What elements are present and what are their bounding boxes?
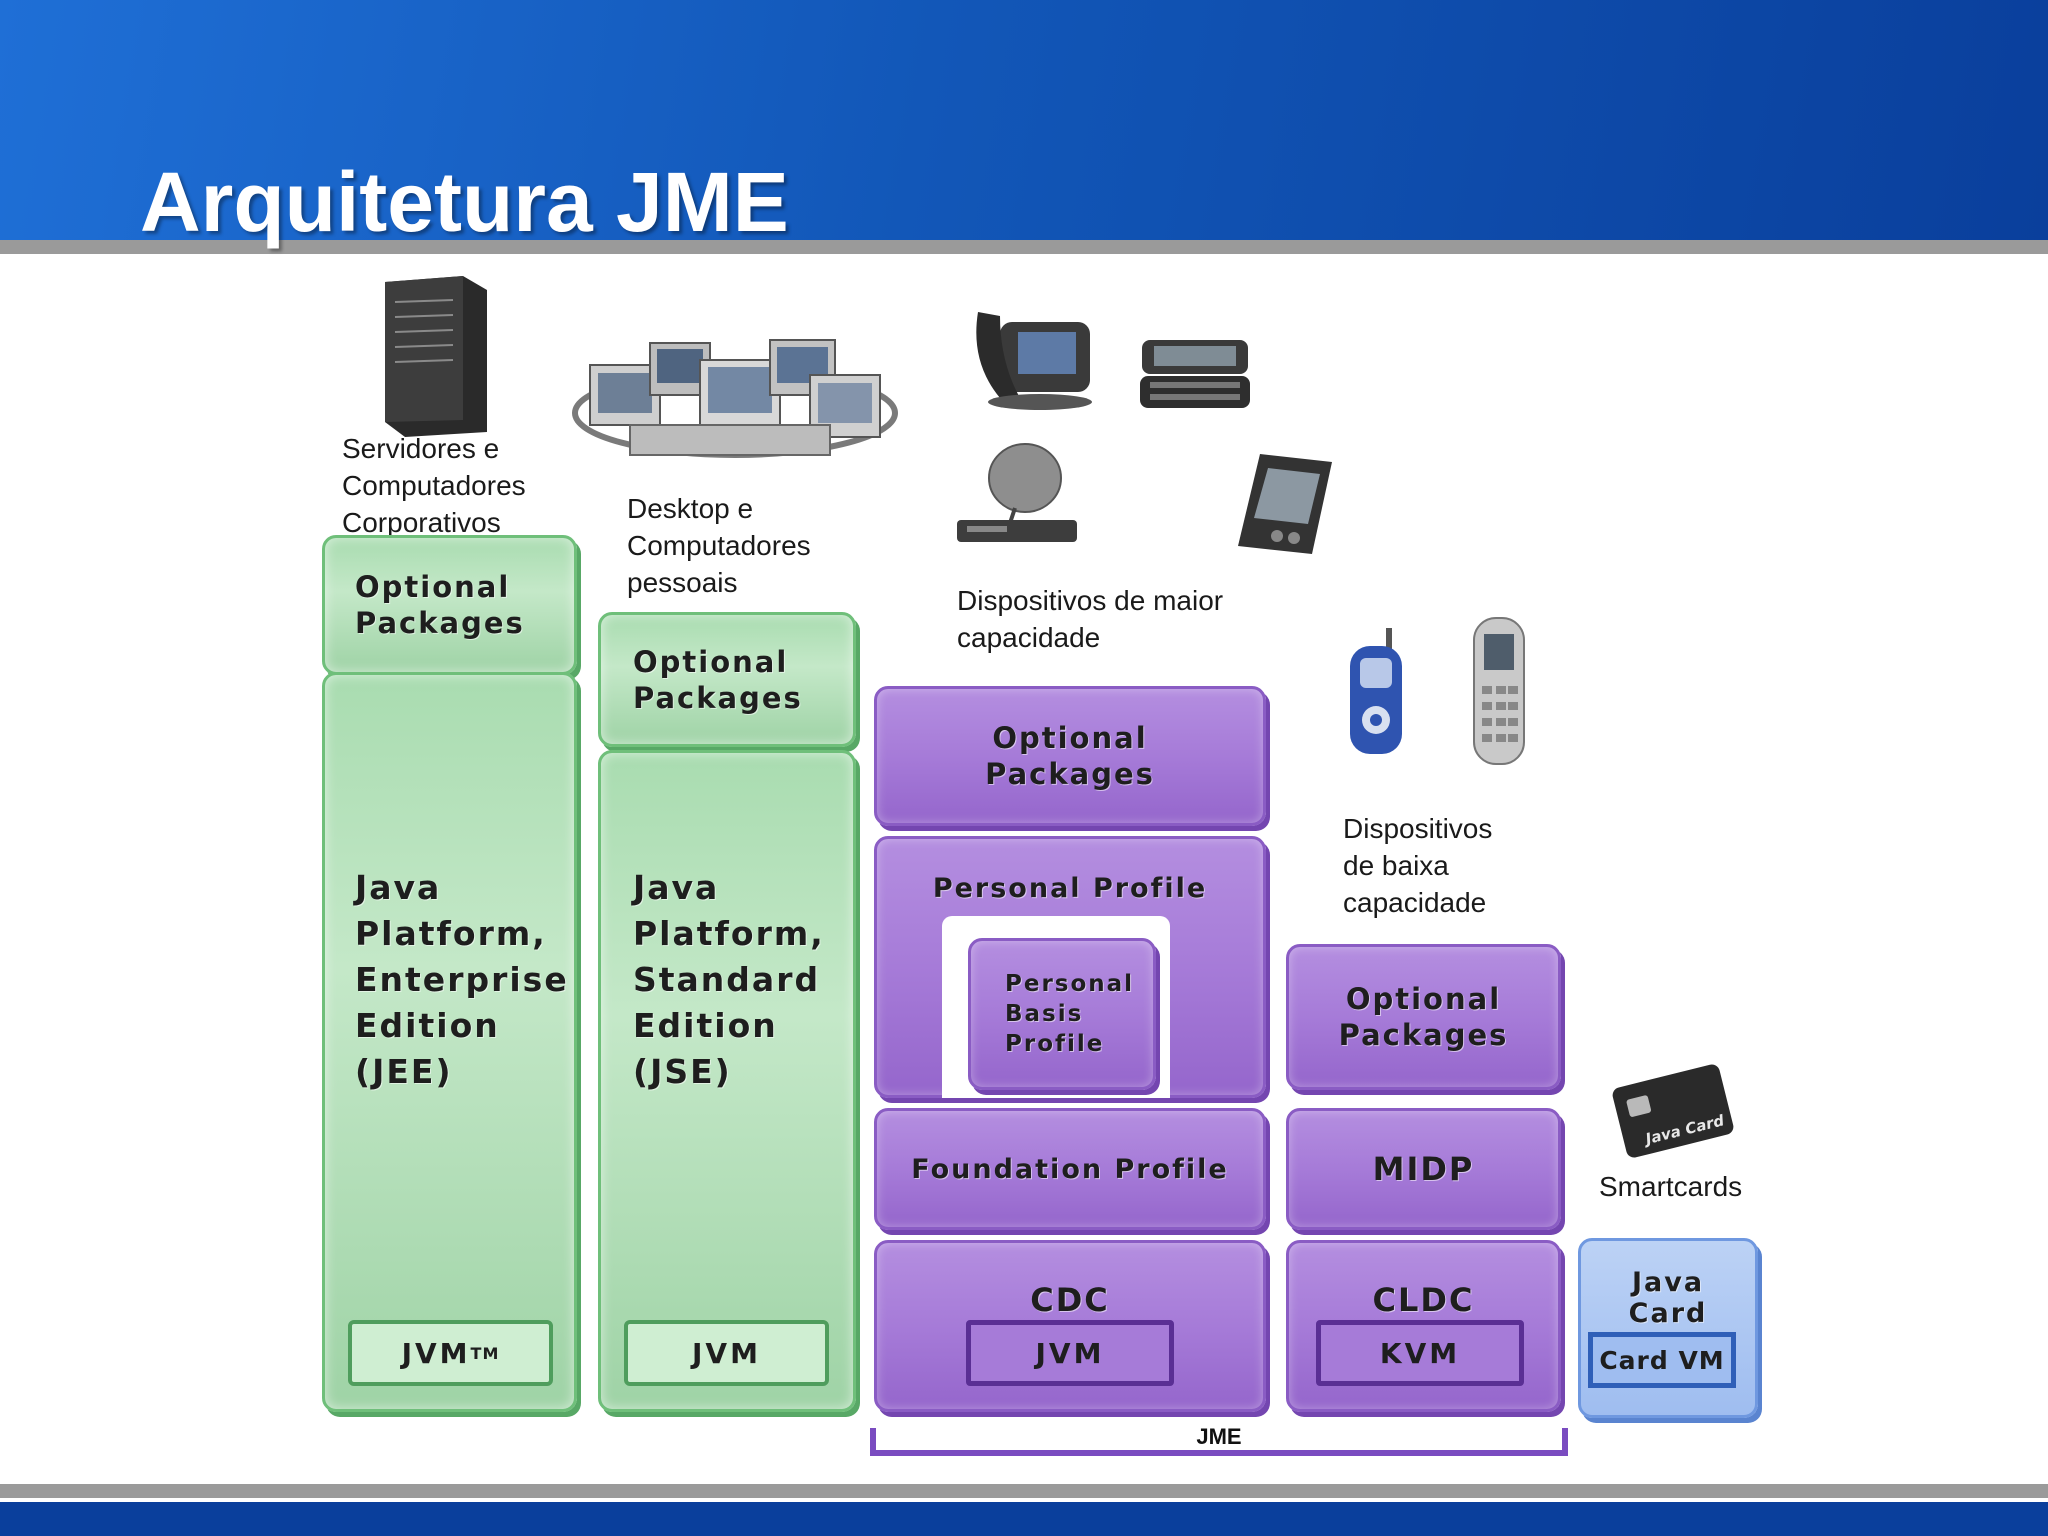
- jse-jvm-box: JVM: [624, 1320, 829, 1386]
- cdc-jvm-box: JVM: [966, 1320, 1174, 1386]
- jme-bracket-label: JME: [1196, 1424, 1242, 1449]
- desktop-computers-image: [572, 339, 898, 458]
- jse-optional-packages: Optional Packages: [598, 612, 856, 747]
- slide-title: Arquitetura JME: [140, 155, 789, 249]
- smartcard-logo-text: Java Card: [1643, 1111, 1726, 1149]
- mobile-phone-image: [1473, 617, 1525, 765]
- header-divider: [0, 240, 2048, 254]
- kvm-box: KVM: [1316, 1320, 1524, 1386]
- caption-smartcards: Smartcards: [1599, 1171, 1743, 1202]
- jee-optional-packages: Optional Packages: [322, 535, 577, 675]
- flip-phone-image: [1350, 628, 1402, 754]
- jee-jvm-label: JVM: [401, 1336, 471, 1370]
- satellite-receiver-image: [957, 443, 1077, 542]
- personal-basis-profile-block: Personal Basis Profile: [968, 938, 1156, 1090]
- caption-low-capacity: Dispositivos de baixa capacidade: [1343, 813, 1493, 918]
- jme-bracket: [870, 1428, 1568, 1456]
- jse-platform-block: Java Platform, Standard Edition (JSE): [598, 750, 856, 1412]
- cldc-optional-packages: Optional Packages: [1286, 944, 1561, 1090]
- foundation-profile-block: Foundation Profile: [874, 1108, 1266, 1230]
- slide-footer-bar: [0, 1502, 2048, 1536]
- communicator-phone-image: [1140, 340, 1250, 408]
- pda-image: [1238, 454, 1332, 554]
- cdc-optional-packages: Optional Packages: [874, 686, 1266, 826]
- slide-header-bar: [0, 0, 2048, 240]
- smartcard-image: Java Card: [1610, 1062, 1736, 1160]
- java-card-block: Java Card: [1578, 1238, 1758, 1418]
- caption-servers: Servidores e Computadores Corporativos: [342, 433, 526, 538]
- jee-jvm-trademark: TM: [470, 1343, 500, 1363]
- video-phone-image: [976, 312, 1092, 410]
- card-vm-box: Card VM: [1588, 1332, 1736, 1388]
- caption-high-capacity: Dispositivos de maior capacidade: [957, 585, 1224, 653]
- card-chip-icon: [1625, 1094, 1652, 1118]
- footer-divider: [0, 1484, 2048, 1498]
- server-image: [385, 276, 487, 437]
- jee-platform-block: Java Platform, Enterprise Edition (JEE): [322, 672, 577, 1412]
- midp-block: MIDP: [1286, 1108, 1561, 1230]
- caption-desktop: Desktop e Computadores pessoais: [627, 493, 811, 598]
